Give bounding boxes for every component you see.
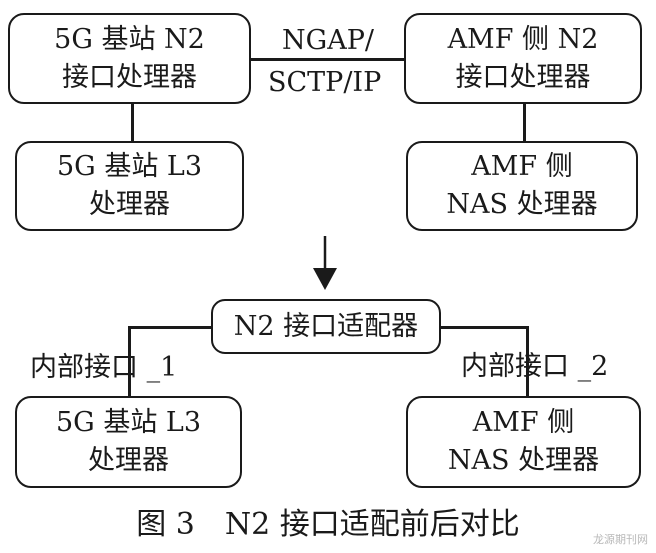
amf-nas-top-line1: AMF 侧 (471, 151, 573, 182)
amf-nas-processor-box-top: AMF 侧 NAS 处理器 (406, 141, 638, 231)
gnb-l3-top-line1: 5G 基站 L3 (56, 151, 203, 182)
protocol-label-line2: SCTP/IP (268, 67, 382, 98)
amf-n2-line2: 接口处理器 (455, 61, 591, 93)
connector-adapter-left-vertical (128, 326, 131, 396)
amf-nas-bottom-line1: AMF 侧 (472, 407, 575, 438)
connector-adapter-right-vertical (526, 326, 529, 398)
amf-n2-line1: AMF 侧 N2 (447, 23, 599, 55)
connector-gnb-vertical (131, 103, 134, 143)
internal-interface-2-label: 内部接口 _2 (461, 351, 609, 382)
connector-n2-link (250, 58, 410, 61)
figure-caption: 图 3 N2 接口适配前后对比 (136, 507, 520, 542)
gnb-n2-interface-processor-box: 5G 基站 N2 接口处理器 (8, 13, 251, 104)
protocol-label-line1: NGAP/ (282, 25, 374, 56)
connector-adapter-right-horizontal (440, 326, 528, 329)
adapter-label: N2 接口适配器 (233, 310, 419, 342)
amf-nas-processor-box-bottom: AMF 侧 NAS 处理器 (406, 396, 641, 488)
internal-interface-1-label: 内部接口 _1 (30, 352, 178, 383)
gnb-l3-top-line2: 处理器 (89, 189, 170, 220)
n2-interface-adapter-box: N2 接口适配器 (211, 299, 441, 354)
gnb-l3-bottom-line2: 处理器 (88, 445, 169, 476)
amf-n2-interface-processor-box: AMF 侧 N2 接口处理器 (404, 13, 642, 104)
gnb-n2-line2: 接口处理器 (62, 61, 197, 93)
connector-adapter-left-horizontal (128, 326, 212, 329)
gnb-n2-line1: 5G 基站 N2 (54, 23, 205, 55)
gnb-l3-bottom-line1: 5G 基站 L3 (55, 407, 202, 438)
gnb-l3-processor-box-top: 5G 基站 L3 处理器 (15, 141, 244, 231)
connector-amf-vertical (523, 103, 526, 143)
amf-nas-bottom-line2: NAS 处理器 (447, 445, 600, 476)
amf-nas-top-line2: NAS 处理器 (446, 189, 598, 220)
gnb-l3-processor-box-bottom: 5G 基站 L3 处理器 (15, 396, 242, 488)
watermark-text: 龙源期刊网 (593, 533, 648, 546)
